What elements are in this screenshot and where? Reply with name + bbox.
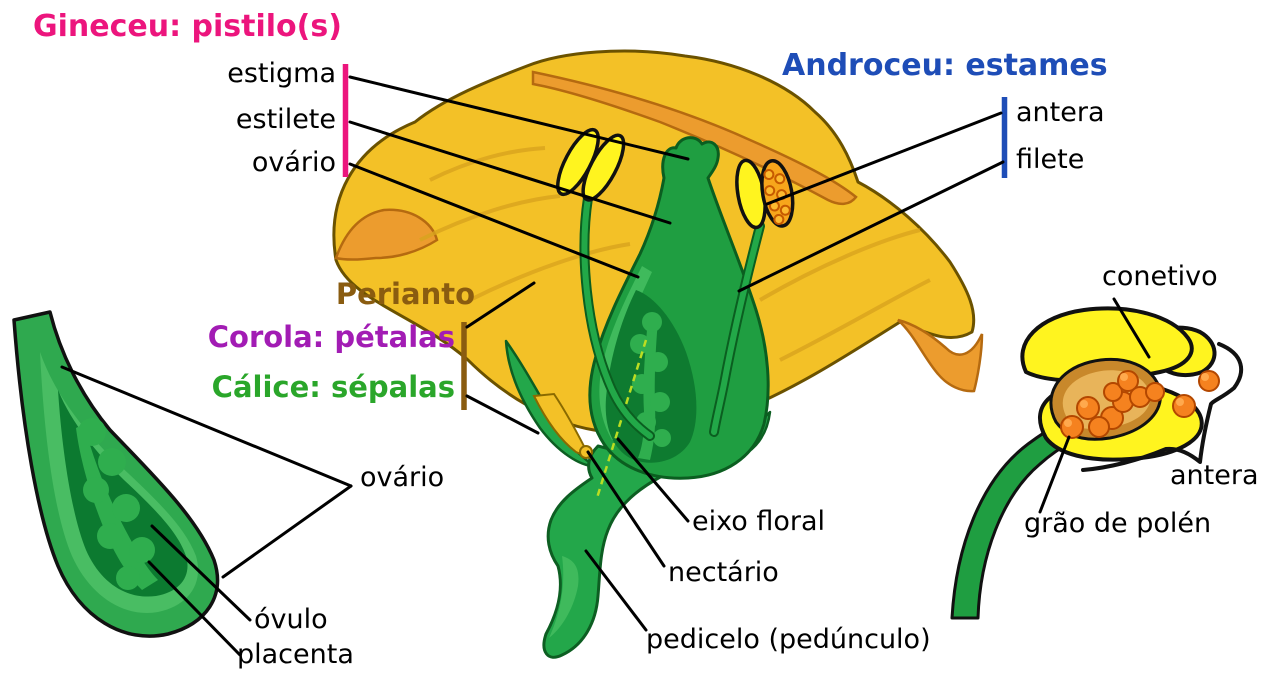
label-pedicelo: pedicelo (pedúnculo) — [646, 624, 931, 655]
leader-petalas — [465, 281, 536, 329]
pollen-grains — [1060, 370, 1220, 439]
leader-estilete — [348, 120, 672, 225]
ovary-detail-illustration — [12, 310, 220, 638]
flower-illustration — [332, 49, 984, 659]
leader-ovario2-lower — [221, 484, 353, 579]
petal-veins — [419, 146, 931, 362]
petal-right-droop — [897, 318, 984, 393]
label-estilete: estilete — [235, 104, 336, 135]
leader-grao-polen — [1038, 435, 1071, 514]
label-filete: filete — [1016, 144, 1085, 175]
corola-title: Corola: pétalas — [207, 320, 455, 354]
label-eixo-floral: eixo floral — [692, 506, 826, 537]
calice-title: Cálice: sépalas — [211, 370, 455, 404]
label-ovario-detail: ovário — [360, 462, 445, 493]
leader-eixo-floral — [616, 437, 690, 523]
petal-base-left — [532, 392, 593, 460]
label-antera-detail: antera — [1170, 460, 1259, 491]
leader-filete — [737, 160, 1005, 293]
pedicel-highlight — [549, 556, 579, 638]
label-nectario: nectário — [668, 557, 779, 588]
label-conetivo: conetivo — [1102, 261, 1218, 292]
label-grao-de-polen: grão de polén — [1024, 508, 1212, 539]
leader-conetivo — [1112, 297, 1151, 359]
leader-estigma — [348, 75, 690, 161]
floral-axis-dashed-line — [595, 339, 648, 499]
gineceu-title: Gineceu: pistilo(s) — [33, 9, 342, 44]
anther-detail-illustration — [950, 306, 1243, 620]
label-ovulo: óvulo — [254, 604, 328, 635]
stamen-right — [709, 158, 795, 437]
leader-pedicelo — [584, 549, 648, 632]
pistil-highlight — [599, 266, 652, 440]
label-ovario-pistil: ovário — [251, 147, 336, 178]
androceu-title: Androceu: estames — [782, 48, 1108, 83]
ovary-detail-interior — [58, 390, 188, 597]
pollen-dots — [763, 169, 791, 225]
label-antera: antera — [1016, 97, 1105, 128]
petal-left-droop — [334, 208, 439, 261]
leader-placenta — [147, 560, 242, 657]
ovary-detail-ovules — [76, 418, 158, 590]
leader-lines — [60, 75, 1151, 657]
anther-right — [735, 158, 795, 230]
leader-antera — [765, 111, 1003, 206]
label-placenta: placenta — [237, 639, 354, 670]
antera-brace — [1081, 342, 1243, 472]
perianto-title: Perianto — [335, 277, 475, 311]
label-estigma: estigma — [227, 58, 336, 89]
leader-ovario2-upper — [60, 365, 353, 488]
stamen-left — [556, 127, 655, 441]
leader-nectario — [586, 450, 666, 568]
leader-ovario — [348, 162, 640, 279]
leader-sepalas — [465, 394, 540, 435]
leader-ovulo — [150, 524, 252, 622]
anther-left — [556, 127, 626, 202]
